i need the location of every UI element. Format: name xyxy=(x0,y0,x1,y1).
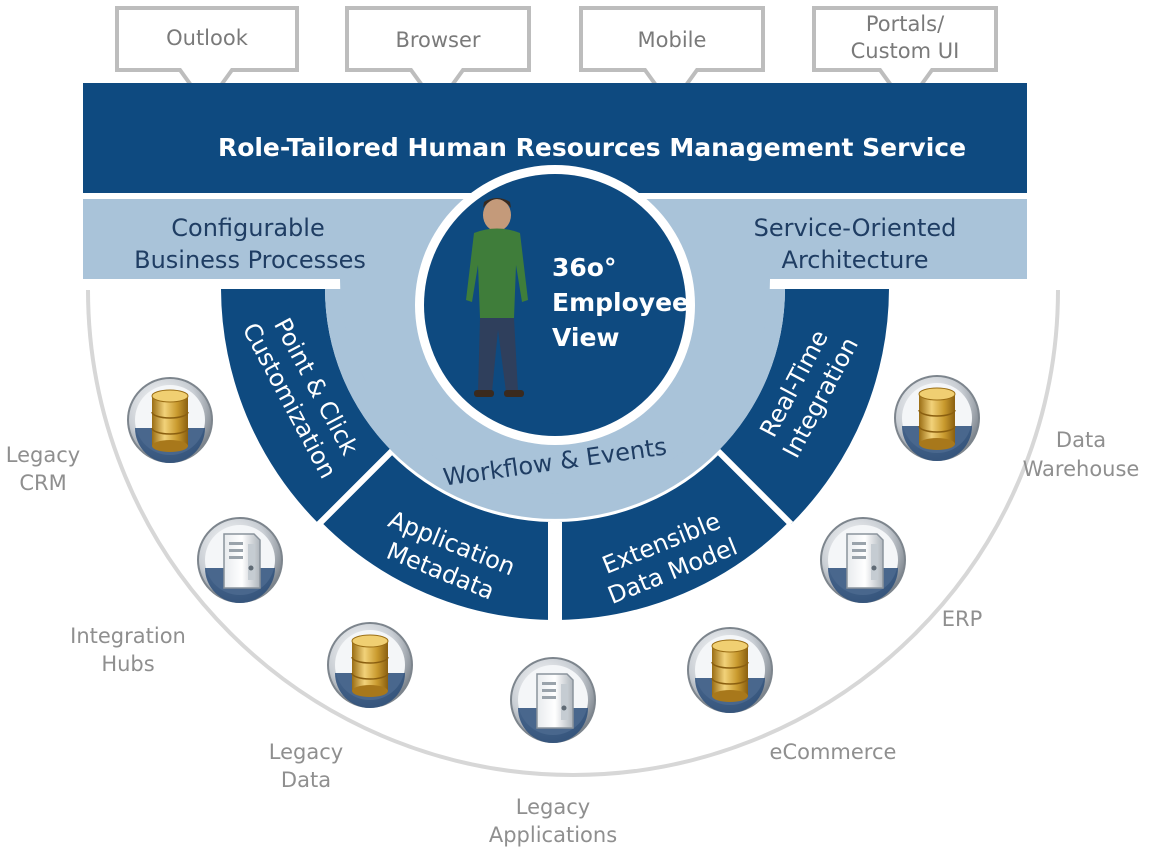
band-right-line1: Service-Oriented xyxy=(754,214,957,242)
system-erp: ERP xyxy=(942,607,983,631)
system-data-warehouse-1: Data xyxy=(1056,428,1106,452)
channel-browser: Browser xyxy=(345,6,531,110)
person-icon xyxy=(466,198,528,397)
divider-1 xyxy=(316,448,395,527)
center-label-1: 36o° xyxy=(552,253,616,282)
server-icon xyxy=(820,517,906,604)
band-right-line2: Architecture xyxy=(782,246,929,274)
system-legacy-data-1: Legacy xyxy=(269,740,343,764)
server-icon xyxy=(510,657,596,744)
segment-real-time-integration xyxy=(718,289,889,524)
system-integration-hubs-1: Integration xyxy=(70,624,186,648)
server-icon xyxy=(197,517,283,604)
segment-point-click xyxy=(221,289,392,524)
band-left-line1: Configurable xyxy=(171,214,324,242)
system-legacy-applications-2: Applications xyxy=(489,823,617,847)
system-legacy-data-2: Data xyxy=(281,768,331,792)
divider-2 xyxy=(715,448,794,527)
system-ecommerce: eCommerce xyxy=(770,740,897,764)
system-integration-hubs-2: Hubs xyxy=(101,652,154,676)
channel-portals-label-1: Portals/ xyxy=(866,12,945,36)
database-icon xyxy=(327,622,413,709)
system-legacy-applications-1: Legacy xyxy=(516,795,590,819)
system-data-warehouse-2: Warehouse xyxy=(1023,457,1140,481)
center-label-2: Employee xyxy=(552,288,689,317)
system-legacy-crm-2: CRM xyxy=(19,471,66,495)
band-left-line2: Business Processes xyxy=(134,246,366,274)
channel-portals-label-2: Custom UI xyxy=(851,39,960,63)
database-icon xyxy=(127,377,213,464)
channel-mobile-label: Mobile xyxy=(638,28,707,52)
outer-arc xyxy=(86,289,1060,777)
database-icon xyxy=(687,627,773,714)
channel-outlook-label: Outlook xyxy=(166,26,249,50)
channel-browser-label: Browser xyxy=(395,28,480,52)
database-icon xyxy=(894,375,980,462)
title-text: Role-Tailored Human Resources Management… xyxy=(218,133,966,162)
center-label-3: View xyxy=(552,323,620,352)
system-legacy-crm-1: Legacy xyxy=(6,443,80,467)
